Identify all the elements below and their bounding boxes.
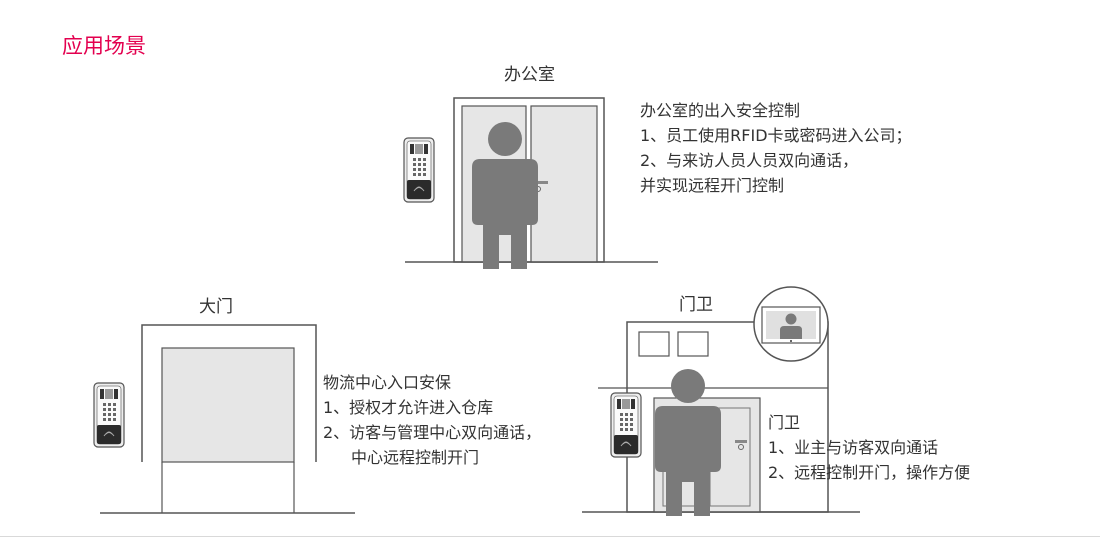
office-line-4: 并实现远程开门控制 bbox=[640, 176, 785, 195]
guard-scene bbox=[582, 286, 860, 516]
gate-line-4: 中心远程控制开门 bbox=[351, 448, 480, 467]
intercom-device-icon bbox=[610, 392, 642, 458]
gate-line-1: 物流中心入口安保 bbox=[323, 373, 452, 392]
gate-label: 大门 bbox=[199, 297, 233, 317]
gate-scene bbox=[93, 324, 355, 514]
intercom-device-icon bbox=[403, 137, 435, 203]
guard-description: 门卫 1、业主与访客双向通话 2、远程控制开门，操作方便 bbox=[768, 410, 970, 485]
guard-line-3: 2、远程控制开门，操作方便 bbox=[768, 463, 971, 482]
guard-line-1: 门卫 bbox=[768, 413, 801, 432]
bottom-divider bbox=[0, 536, 1100, 537]
gate-line-2: 1、授权才允许进入仓库 bbox=[323, 398, 494, 417]
office-description: 办公室的出入安全控制 1、员工使用RFID卡或密码进入公司； 2、与来访人员人员… bbox=[640, 98, 912, 198]
guard-line-2: 1、业主与访客双向通话 bbox=[768, 438, 939, 457]
guard-label: 门卫 bbox=[679, 295, 713, 315]
office-line-2: 1、员工使用RFID卡或密码进入公司； bbox=[640, 126, 912, 145]
office-label: 办公室 bbox=[504, 65, 555, 85]
gate-line-3: 2、访客与管理中心双向通话， bbox=[323, 423, 542, 442]
office-line-1: 办公室的出入安全控制 bbox=[640, 101, 801, 120]
office-scene bbox=[403, 97, 658, 269]
intercom-device-icon bbox=[93, 382, 125, 448]
gate-description: 物流中心入口安保 1、授权才允许进入仓库 2、访客与管理中心双向通话， 中心远程… bbox=[323, 370, 541, 470]
section-title: 应用场景 bbox=[62, 34, 146, 58]
office-line-3: 2、与来访人员人员双向通话， bbox=[640, 151, 859, 170]
